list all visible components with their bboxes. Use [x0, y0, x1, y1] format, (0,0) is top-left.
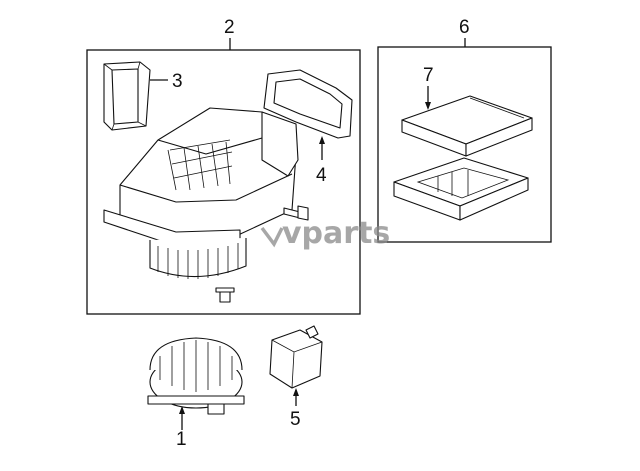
blower-assembly-frame [86, 49, 361, 315]
bolt-lower [215, 287, 235, 303]
seal-part-3 [103, 61, 168, 131]
filter-assembly-frame [377, 46, 552, 243]
bolt-upper [283, 205, 309, 221]
resistor-part-5 [269, 325, 323, 406]
blower-motor-part-1 [147, 337, 245, 430]
callout-2: 2 [224, 17, 235, 38]
filter-tray-part-6 [393, 157, 529, 221]
watermark-logo: vparts [260, 216, 390, 251]
callout-1: 1 [176, 429, 187, 450]
callout-7: 7 [423, 65, 434, 86]
callout-4: 4 [316, 165, 327, 186]
callout-3: 3 [172, 71, 183, 92]
cabin-filter-part-7 [401, 86, 533, 157]
callout-6: 6 [459, 17, 470, 38]
blower-housing [103, 107, 299, 279]
callout-5: 5 [290, 409, 301, 430]
watermark-text: vparts [282, 216, 390, 251]
gasket-part-4 [263, 69, 353, 160]
